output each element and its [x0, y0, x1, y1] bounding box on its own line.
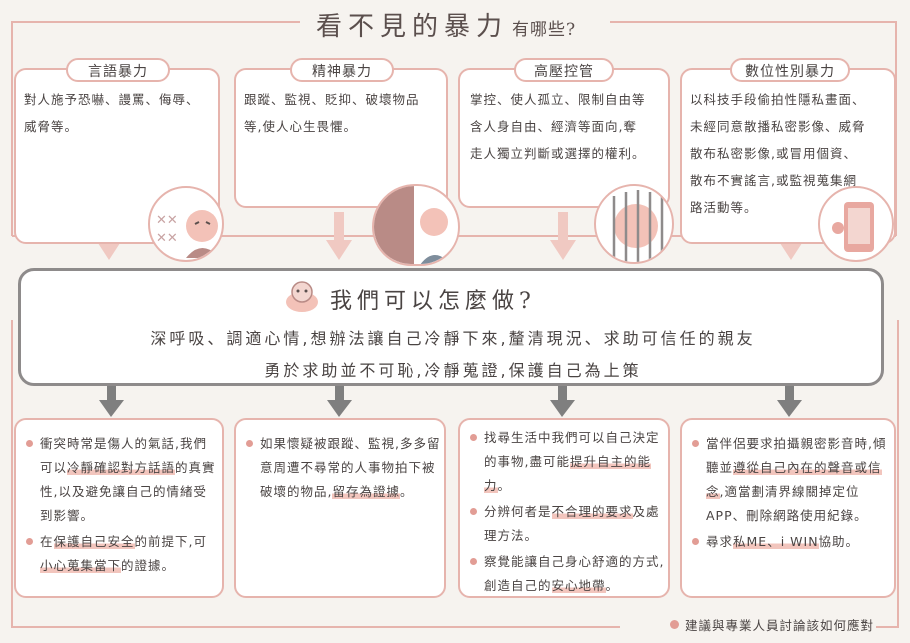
tip-text: 。 — [497, 478, 512, 493]
footer-text: 建議與專業人員討論該如何應對 — [684, 618, 874, 633]
coercive-control-illustration — [594, 184, 674, 264]
tip-text: 。 — [400, 484, 414, 499]
text-digital-gender-violence: 以科技手段偷拍性隱私畫面、 未經同意散播私密影像、威脅 散布私密影像,或冒用個資… — [690, 86, 896, 221]
tip-text: 如果懷疑被跟蹤、監視,多 — [260, 436, 414, 451]
text-line: 散布私密影像,或冒用個資、 — [690, 146, 857, 161]
tip-highlight: 保護自己安全 — [53, 534, 135, 549]
tip-item: 當伴侶要求拍攝親密影音時,傾聽並遵從自己內在的聲音或信念,適當劃清界線關掉定位A… — [692, 432, 892, 528]
tip-text: ,適當劃清界線 — [719, 484, 806, 499]
tip-item: 衝突時常是傷人的氣話,我們可以冷靜確認對方話語的真實性,以及避免讓自己的情緒受到… — [26, 432, 220, 528]
tip-highlight: 小心蒐集當下 — [40, 558, 122, 573]
tip-text: 真實性,以及避免讓自己的 — [40, 460, 216, 499]
label-digital-gender-violence: 數位性別暴力 — [730, 58, 850, 82]
tip-text: 察覺能讓自己身心舒適的方 — [484, 554, 647, 569]
tip-highlight: 留存為 — [332, 484, 373, 499]
tip-text: 在 — [40, 534, 54, 549]
tip-list-mental: 如果懷疑被跟蹤、監視,多多留意周遭不尋常的人事物拍下被破壞的物品,留存為證據。 — [246, 432, 442, 506]
tip-text: 的 — [175, 460, 189, 475]
label-verbal-violence: 言語暴力 — [66, 58, 170, 82]
banner-line-1: 深呼吸、調適心情,想辦法讓自己冷靜下來,釐清現況、求助可信任的親友 — [150, 329, 756, 348]
what-can-we-do-banner — [18, 268, 884, 386]
verbal-violence-illustration: ✕✕ ✕✕ — [148, 186, 224, 262]
tip-text: 定的事物,盡可能 — [484, 430, 660, 469]
text-coercive-control: 掌控、使人孤立、限制自由等 含人身自由、經濟等面向,奪 走人獨立判斷或選擇的權利… — [470, 86, 670, 167]
tip-text: 關掉定位APP、刪除網路使 — [706, 484, 860, 523]
tip-text: 尋求 — [706, 534, 734, 549]
tip-item: 找尋生活中我們可以自己決定的事物,盡可能提升自主的能力。 — [470, 426, 666, 498]
page-title: 看不見的暴力 有哪些? — [308, 6, 585, 42]
tip-highlight: 不合理的要求 — [551, 504, 633, 519]
tip-text: 拍下被破壞的物品, — [260, 460, 436, 499]
tip-highlight: 遵從自己內在的 — [733, 460, 828, 475]
tip-text: 們可以 — [40, 436, 207, 475]
text-verbal-violence: 對人施予恐嚇、謾罵、侮辱、 威脅等。 — [24, 86, 220, 140]
tip-text: 的前提下, — [134, 534, 194, 549]
tip-text: 找尋生活中我們可以自己決 — [484, 430, 647, 445]
text-line: 掌控、使人孤立、限制自由等 — [470, 92, 646, 107]
tip-item: 察覺能讓自己身心舒適的方式,創造自己的安心地帶。 — [470, 550, 666, 598]
tip-highlight: 安心地帶 — [551, 578, 606, 593]
text-mental-violence: 跟蹤、監視、貶抑、破壞物品 等,使人心生畏懼。 — [244, 86, 448, 140]
text-line: 對人施予恐嚇、謾罵、侮辱、 — [24, 92, 200, 107]
text-line: 含人身自由、經濟等面向,奪 — [470, 119, 637, 134]
tip-item: 如果懷疑被跟蹤、監視,多多留意周遭不尋常的人事物拍下被破壞的物品,留存為證據。 — [246, 432, 442, 504]
text-line: 以科技手段偷拍性隱私畫面、 — [690, 92, 866, 107]
tip-text: 分辨何者是 — [484, 504, 552, 519]
title-main: 看不見的暴力 — [316, 12, 509, 42]
tip-text: 時,傾聽並 — [706, 436, 887, 475]
text-line: 等,使人心生畏懼。 — [244, 119, 357, 134]
tip-list-verbal: 衝突時常是傷人的氣話,我們可以冷靜確認對方話語的真實性,以及避免讓自己的情緒受到… — [26, 432, 220, 580]
tip-text: 。 — [605, 578, 620, 593]
tip-text: 用紀錄。 — [813, 508, 868, 523]
tip-item: 在保護自己安全的前提下,可小心蒐集當下的證據。 — [26, 530, 220, 578]
tip-text: 當伴侶要求拍攝親密影音 — [706, 436, 855, 451]
label-mental-violence: 精神暴力 — [290, 58, 394, 82]
text-line: 跟蹤、監視、貶抑、破壞物品 — [244, 92, 420, 107]
mental-violence-illustration — [372, 184, 460, 266]
mascot-icon — [282, 278, 322, 314]
tip-text: 式,創造自己的 — [484, 554, 665, 593]
text-line: 威脅等。 — [24, 119, 79, 134]
tip-highlight: 證據 — [373, 484, 401, 499]
tip-item: 分辨何者是不合理的要求及處理方法。 — [470, 500, 666, 548]
tip-text: 協助。 — [818, 534, 860, 549]
svg-text:✕✕: ✕✕ — [156, 231, 178, 246]
text-line: 未經同意散播私密影像、威脅 — [690, 119, 866, 134]
tip-item: 尋求私ME、i WIN協助。 — [692, 530, 892, 554]
tip-highlight: 私ME、i WIN — [733, 534, 819, 549]
tip-list-digital: 當伴侶要求拍攝親密影音時,傾聽並遵從自己內在的聲音或信念,適當劃清界線關掉定位A… — [692, 432, 892, 556]
footer-note: 建議與專業人員討論該如何應對 — [663, 615, 874, 634]
tip-text: 衝突時常是傷人的氣話,我 — [40, 436, 194, 451]
tip-text: 多留意周遭不尋常的人事物 — [260, 436, 441, 475]
text-line: 散布不實謠言,或監視蒐集網 — [690, 173, 857, 188]
tip-text: 及 — [632, 504, 647, 519]
bullet-dot-icon — [669, 620, 679, 629]
banner-title: 我們可以怎麼做? — [330, 289, 536, 314]
tip-card-mental — [234, 418, 446, 598]
tip-card-digital — [680, 418, 896, 598]
tip-text: 可 — [193, 534, 208, 549]
tip-text: 的證據。 — [121, 558, 176, 573]
tip-highlight: 冷靜確認對方話語 — [67, 460, 176, 475]
phone-illustration — [818, 186, 894, 262]
title-sub: 有哪些? — [512, 20, 577, 40]
svg-text:✕✕: ✕✕ — [156, 213, 178, 228]
label-coercive-control: 高壓控管 — [514, 58, 614, 82]
banner-line-2: 勇於求助並不可恥,冷靜蒐證,保護自己為上策 — [264, 361, 642, 380]
tip-highlight: 提升自主 — [569, 454, 624, 469]
tip-text: 處理方法。 — [484, 504, 660, 543]
tip-text: 情緒受到影響。 — [40, 484, 207, 523]
tip-list-control: 找尋生活中我們可以自己決定的事物,盡可能提升自主的能力。分辨何者是不合理的要求及… — [470, 426, 666, 600]
text-line: 路活動等。 — [690, 200, 758, 215]
text-line: 走人獨立判斷或選擇的權利。 — [470, 146, 646, 161]
